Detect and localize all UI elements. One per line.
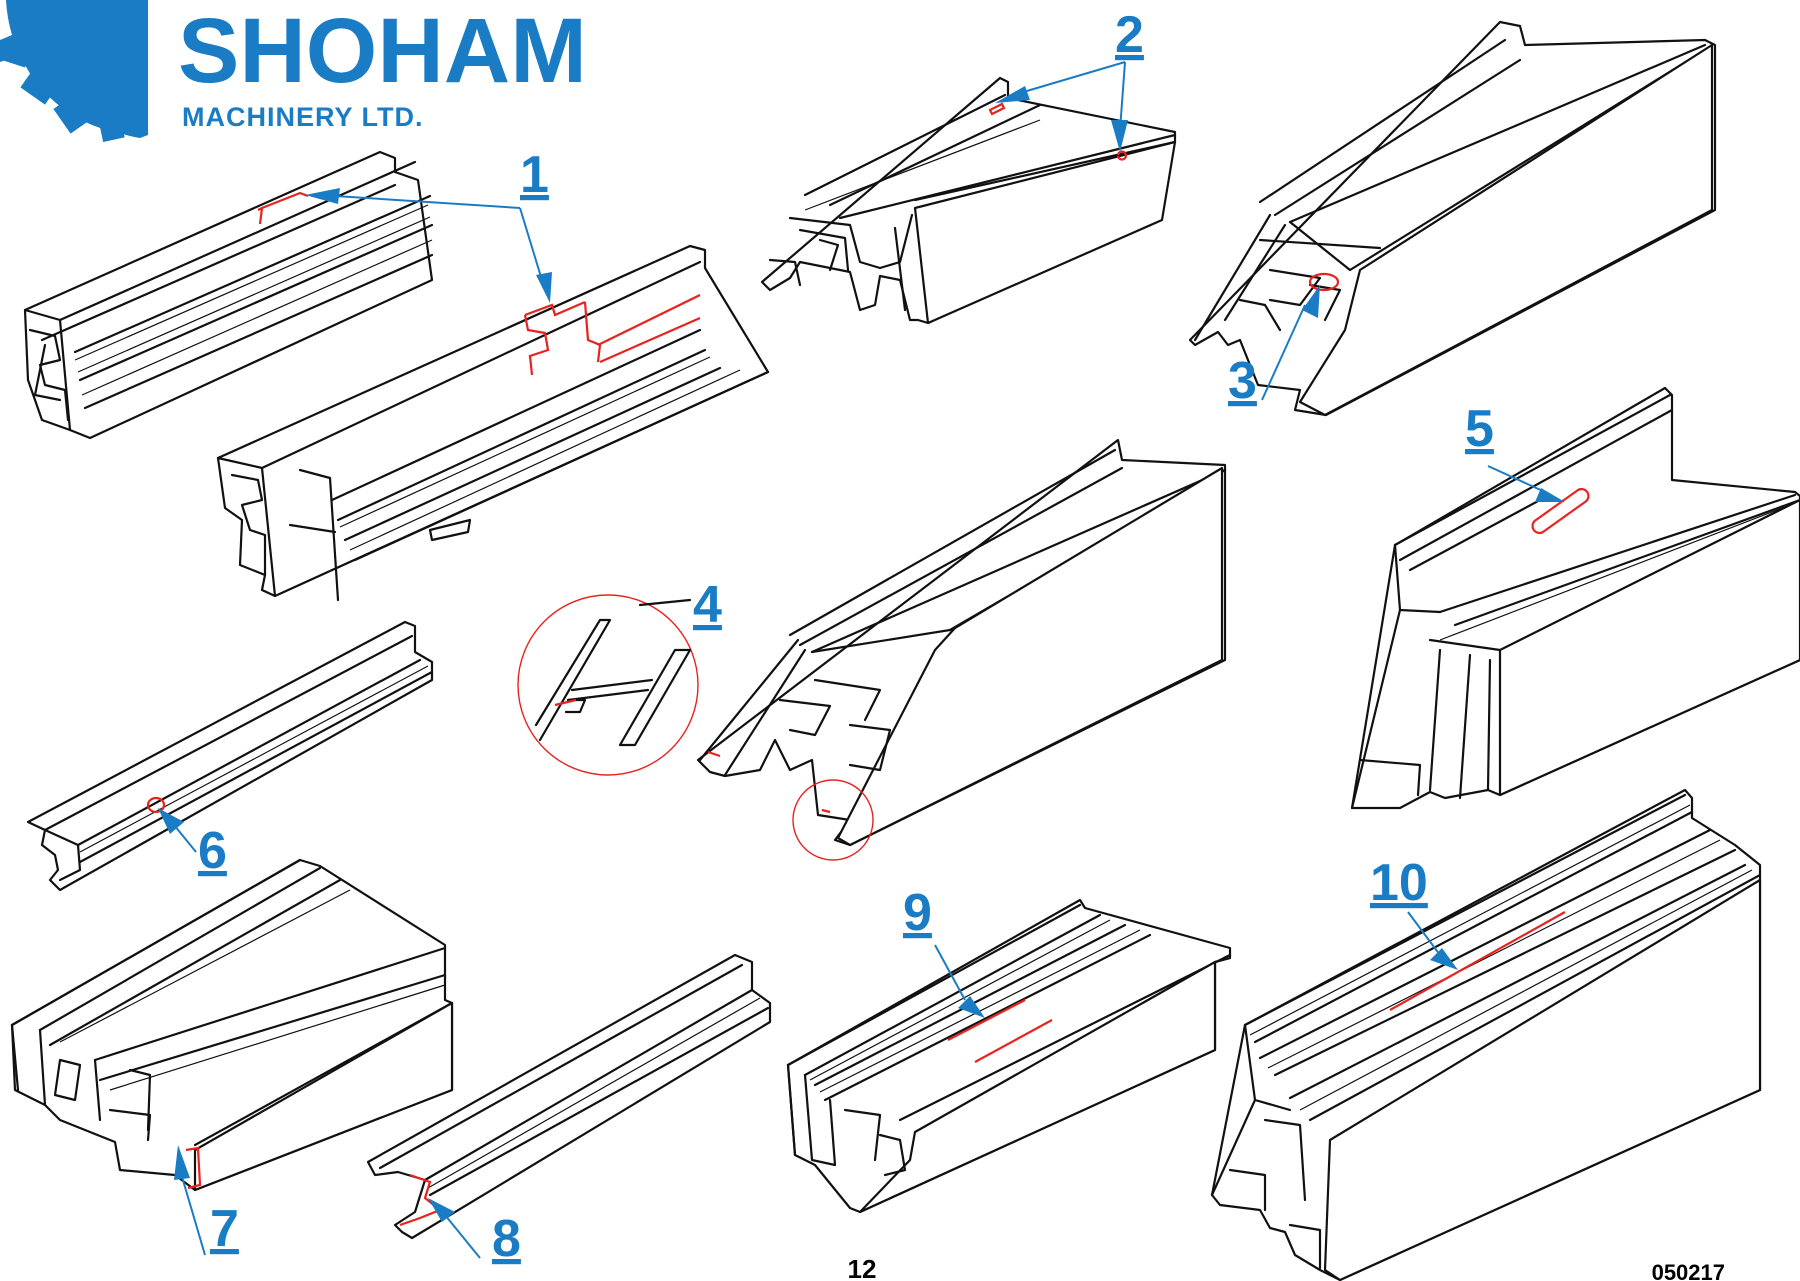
profile-3 <box>1188 20 1717 417</box>
profile-4 <box>696 438 1227 861</box>
profile-2 <box>760 76 1177 325</box>
callout-7-label: 7 <box>210 1200 239 1258</box>
callout-8: 8 <box>428 1198 521 1268</box>
document-code: 050217 <box>1652 1260 1725 1281</box>
callout-1: 1 <box>305 146 552 303</box>
logo-subtitle: MACHINERY LTD. <box>182 102 424 132</box>
callout-3: 3 <box>1228 285 1320 410</box>
callout-6-label: 6 <box>198 822 227 880</box>
callout-10: 10 <box>1370 854 1458 970</box>
callout-2: 2 <box>995 6 1144 152</box>
callout-5-label: 5 <box>1465 400 1494 458</box>
callout-9: 9 <box>903 884 985 1018</box>
callout-4-label: 4 <box>693 576 722 634</box>
callout-10-label: 10 <box>1370 854 1428 912</box>
logo-title: SHOHAM <box>178 0 587 102</box>
callout-1-label: 1 <box>520 146 549 204</box>
gear-icon <box>0 0 148 142</box>
company-logo: SHOHAM MACHINERY LTD. <box>0 0 587 142</box>
profile-1-upper <box>23 150 434 440</box>
callout-3-label: 3 <box>1228 352 1257 410</box>
callout-9-label: 9 <box>903 884 932 942</box>
callout-7: 7 <box>174 1145 239 1258</box>
profile-10 <box>1210 788 1762 1281</box>
callout-4: 4 <box>693 576 722 634</box>
profile-7 <box>10 858 454 1192</box>
zoom-detail <box>517 594 699 776</box>
profile-8 <box>366 953 772 1240</box>
callout-6: 6 <box>158 808 227 880</box>
page-number: 12 <box>848 1254 877 1281</box>
profile-9 <box>786 898 1232 1214</box>
profile-5 <box>1350 386 1800 810</box>
callout-8-label: 8 <box>492 1210 521 1268</box>
profile-1-lower <box>216 244 770 602</box>
callout-5: 5 <box>1465 400 1565 502</box>
footer: 12 050217 <box>848 1254 1725 1281</box>
callout-2-label: 2 <box>1115 6 1144 64</box>
profile-6 <box>26 620 434 892</box>
